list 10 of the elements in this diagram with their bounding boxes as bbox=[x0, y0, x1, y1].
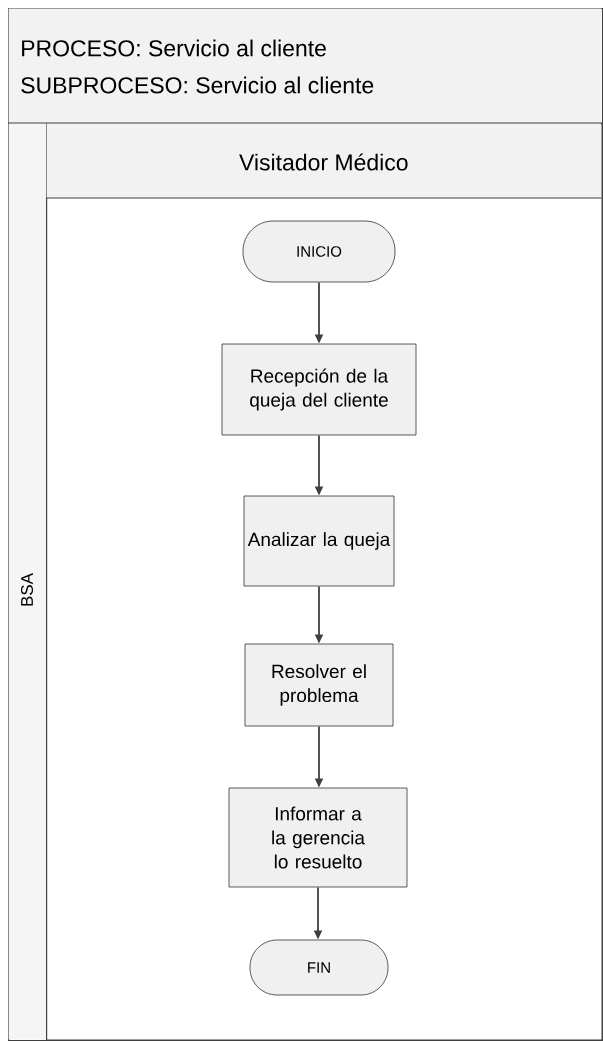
terminator: FIN bbox=[249, 939, 389, 996]
process-box: Resolver el problema bbox=[244, 643, 394, 727]
process-box: Analizar la queja bbox=[243, 495, 395, 587]
lane-title: BSA bbox=[21, 573, 34, 606]
pool-title: PROCESO: Servicio al cliente bbox=[22, 39, 326, 57]
pool-title: SUBPROCESO: Servicio al cliente bbox=[21, 76, 374, 94]
terminator: INICIO bbox=[242, 220, 396, 283]
process-box: Recepción de la queja del cliente bbox=[221, 343, 417, 436]
process-box: Informar a la gerencia lo resuelto bbox=[228, 787, 408, 888]
column-title: Visitador Médico bbox=[239, 153, 408, 171]
